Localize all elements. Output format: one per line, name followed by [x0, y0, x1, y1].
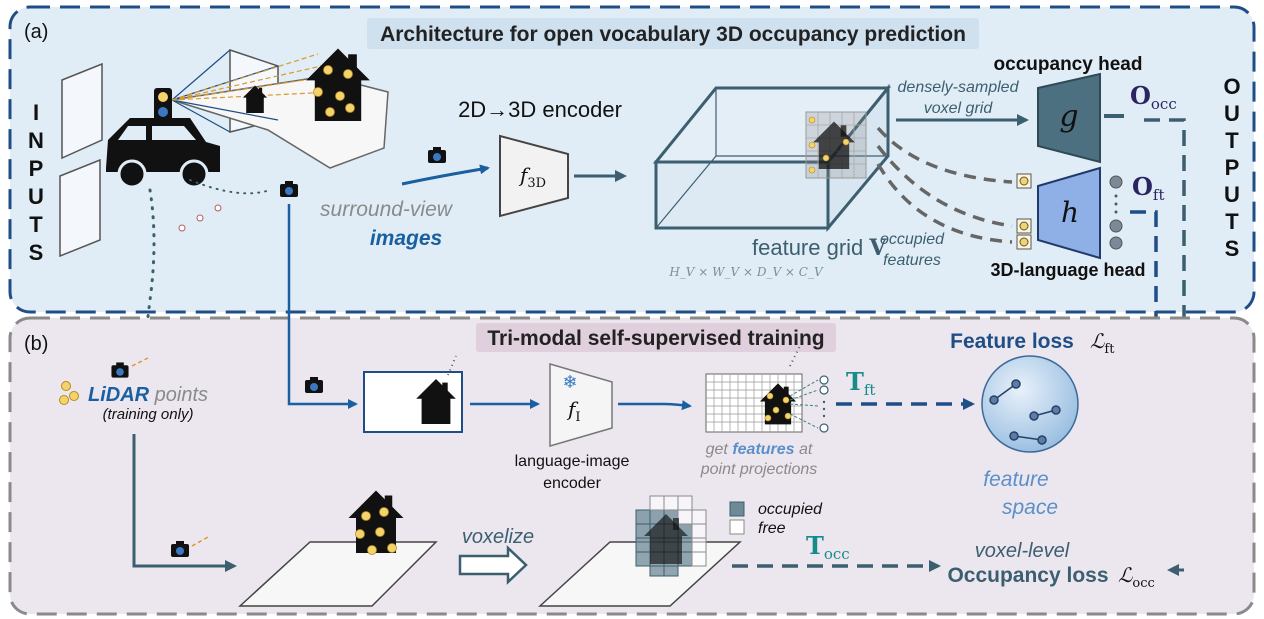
lidar-points-icon	[59, 381, 79, 405]
occupied-legend-swatch	[729, 501, 745, 517]
projected-feature-points	[819, 375, 829, 433]
encoder-label: 2D→3D encoder	[458, 97, 622, 122]
occupancy-head-g-block	[1037, 72, 1101, 164]
densely-sampled-label: densely-sampled	[898, 79, 1020, 96]
language-image-label-line2: encoder	[543, 475, 601, 492]
outputs-letter: T	[1225, 128, 1239, 153]
images-label: images	[370, 227, 442, 250]
inputs-label: I N P U T S	[28, 100, 44, 265]
lidar-to-ground-arrow	[132, 434, 237, 572]
occupancy-loss-label: Occupancy loss	[947, 564, 1108, 587]
t-occ-label: Tocc	[806, 531, 850, 563]
lidar-points-label: LiDAR points	[88, 384, 208, 406]
o-ft-label: Oft	[1132, 172, 1165, 204]
image-plane	[59, 158, 101, 258]
panel-b-title: Tri-modal self-supervised training	[487, 327, 824, 350]
voxel-legend: occupied free	[729, 501, 823, 537]
features-label: features	[883, 252, 941, 269]
snowflake-icon: ❄	[562, 372, 577, 392]
point-projection-lines	[789, 379, 819, 429]
lidar-ground-plane	[238, 541, 438, 607]
occupancy-head-g-symbol: g	[1059, 99, 1078, 134]
camera-to-image-arrow	[287, 204, 358, 409]
panel-a-tag: (a)	[24, 21, 48, 43]
image-link-dotted	[447, 355, 457, 376]
voxel-house-in-grid	[805, 111, 867, 179]
feature-space-label-line2: space	[1002, 496, 1058, 519]
feature-space-pairs	[989, 379, 1061, 445]
occupied-legend-label: occupied	[758, 501, 823, 518]
feature-grid-box	[652, 83, 892, 233]
input-scene-illustration	[59, 48, 389, 352]
feature-loss-label: Feature loss	[950, 330, 1074, 353]
occupied-features-links	[876, 126, 1013, 244]
panel-a-title: Architecture for open vocabulary 3D occu…	[380, 23, 966, 46]
feature-grid-label: feature grid V	[752, 235, 887, 261]
training-only-label: (training only)	[103, 406, 194, 423]
outputs-label: O U T P U T S	[1223, 74, 1240, 261]
house-window-points	[313, 65, 355, 117]
language-image-label-line1: language-image	[515, 453, 630, 470]
l-ft-label: ℒft	[1090, 329, 1115, 357]
inputs-letter: U	[28, 184, 44, 209]
encoder-to-feature-map-arrow	[618, 400, 692, 411]
inputs-letter: N	[28, 128, 44, 153]
voxelize-label: voxelize	[462, 526, 534, 548]
voxelized-house	[635, 495, 707, 577]
o-occ-label: Oocc	[1130, 81, 1177, 113]
panel-b-title-bg	[476, 323, 836, 352]
language-head-h-symbol: h	[1061, 196, 1079, 229]
panel-a-title-bg	[367, 18, 979, 49]
free-legend-swatch	[729, 519, 745, 535]
lidar-ray	[191, 536, 209, 547]
feature-map-grid	[705, 373, 803, 433]
inputs-letter: P	[29, 156, 44, 181]
inputs-letter: T	[29, 212, 43, 237]
t-ft-label: Tft	[846, 367, 875, 399]
images-to-encoder-arrow	[401, 164, 490, 186]
feature-grid-dims: H_V × W_V × D_V × C_V	[668, 265, 824, 279]
voxel-level-label: voxel-level	[975, 540, 1070, 562]
inputs-letter: S	[29, 240, 44, 265]
feature-space-sphere	[981, 355, 1079, 453]
get-features-label-line1: get features at	[706, 441, 813, 458]
encoder-f3d-block	[499, 134, 569, 218]
language-image-encoder-block	[549, 363, 613, 447]
projected-feature-ellipsis	[822, 400, 826, 418]
language-head-h-block	[1037, 166, 1101, 260]
h-output-ellipsis	[1114, 194, 1118, 214]
l-occ-label: ℒocc	[1118, 563, 1155, 591]
house-lidar-points	[355, 507, 397, 555]
free-legend-label: free	[758, 520, 786, 537]
occupied-feature-cubes	[1016, 173, 1032, 250]
panel-b: (b) Tri-modal self-supervised training L…	[8, 204, 1256, 616]
lidar-beam-dots	[178, 204, 222, 232]
outputs-letter: S	[1225, 236, 1240, 261]
outputs-letter: T	[1225, 209, 1239, 234]
inputs-letter: I	[33, 100, 39, 125]
outputs-letter: O	[1223, 74, 1240, 99]
voxel-grid-label: voxel grid	[924, 100, 994, 117]
outputs-letter: U	[1224, 182, 1240, 207]
language-head-label: 3D-language head	[990, 260, 1145, 280]
image-plane	[61, 62, 103, 160]
get-features-label-line2: point projections	[700, 461, 818, 478]
feature-space-label-line1: feature	[983, 468, 1048, 491]
surround-view-label: surround-view	[320, 198, 454, 221]
outputs-letter: U	[1224, 101, 1240, 126]
panel-b-tag: (b)	[24, 333, 48, 355]
car-icon	[106, 88, 220, 189]
panel-a: (a) Architecture for open vocabulary 3D …	[8, 5, 1256, 570]
lidar-ray	[131, 357, 149, 367]
h-output-features	[1109, 175, 1123, 250]
voxelize-arrow	[458, 545, 528, 585]
outputs-letter: P	[1225, 155, 1240, 180]
occupancy-head-label: occupancy head	[994, 54, 1143, 75]
lidar-link-dotted	[142, 188, 156, 352]
occupied-label: occupied	[880, 231, 945, 248]
